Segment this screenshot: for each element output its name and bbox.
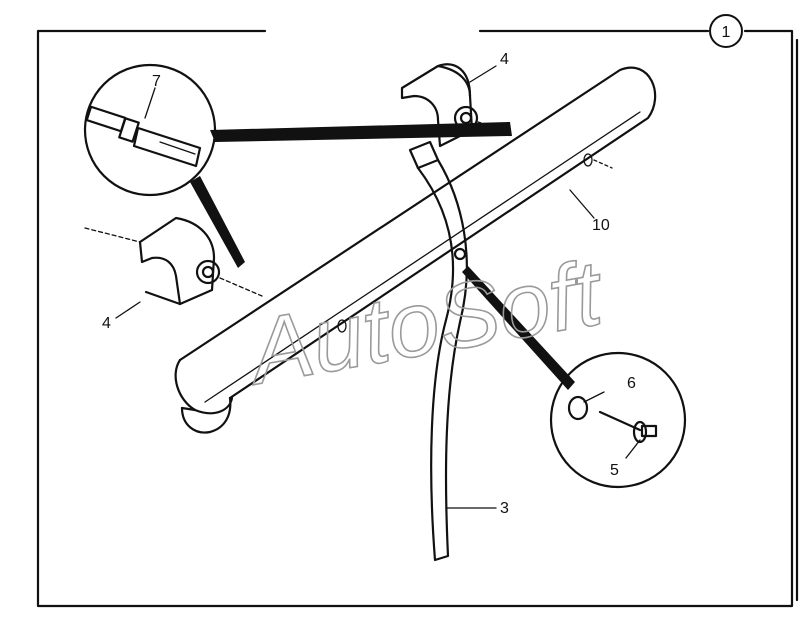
watermark: AutoSoft [238, 241, 612, 404]
callout-rivet: 5 [610, 462, 619, 479]
page-frame [36, 29, 799, 608]
stud-detail-callout [83, 63, 512, 268]
washer-icon [567, 395, 589, 421]
leader-lines [115, 65, 595, 509]
rivet-detail-callout [462, 266, 687, 489]
callout-washer: 6 [627, 375, 636, 392]
callout-bracket-left: 4 [102, 315, 111, 332]
figure-number-badge: 1 [709, 14, 743, 48]
bracket-left [84, 216, 263, 306]
rivet-icon [598, 410, 658, 444]
threaded-stud-icon [85, 105, 202, 168]
callout-spring-strap: 3 [500, 500, 509, 517]
figure-number: 1 [722, 24, 731, 41]
callout-stud: 7 [152, 73, 161, 90]
callout-bracket-top: 4 [500, 51, 509, 68]
callout-rod: 10 [592, 217, 610, 234]
half-pipe-rod [174, 66, 657, 434]
